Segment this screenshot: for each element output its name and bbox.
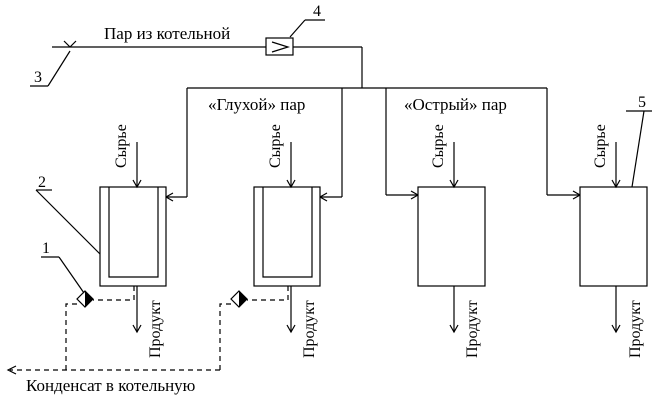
callout-leaders xyxy=(30,19,652,294)
branch-indirect-1 xyxy=(164,88,188,202)
product-label-1: Продукт xyxy=(147,300,164,358)
steam-source-label: Пар из котельной xyxy=(104,24,230,43)
callout-1: 1 xyxy=(42,240,50,257)
main-steam-line xyxy=(52,46,547,89)
condensate-label: Конденсат в котельную xyxy=(26,376,196,395)
indirect-steam-label: «Глухой» пар xyxy=(208,95,305,114)
steam-device xyxy=(265,37,294,56)
product-label-3: Продукт xyxy=(464,300,481,358)
apparatus-jacketed-2 xyxy=(253,186,321,287)
condensate-lines xyxy=(6,286,289,375)
callout-4: 4 xyxy=(313,3,321,20)
raw-material-label-2: Сырье xyxy=(267,124,284,168)
apparatus-direct-3 xyxy=(417,186,486,287)
branch-indirect-2 xyxy=(318,88,343,202)
steam-valve xyxy=(63,40,77,48)
product-label-2: Продукт xyxy=(301,300,318,358)
direct-steam-label: «Острый» пар xyxy=(404,95,507,114)
branch-direct-4 xyxy=(546,88,582,200)
product-label-4: Продукт xyxy=(627,300,644,358)
product-output-arrows xyxy=(132,286,621,334)
callout-3: 3 xyxy=(34,69,42,86)
apparatus-direct-4 xyxy=(579,186,648,287)
raw-material-label-3: Сырье xyxy=(430,124,447,168)
raw-material-label-1: Сырье xyxy=(113,124,130,168)
callout-2: 2 xyxy=(38,174,46,191)
raw-material-label-4: Сырье xyxy=(592,124,609,168)
condensate-trap-2 xyxy=(230,290,248,308)
apparatus-jacketed-1 xyxy=(99,186,167,287)
raw-input-arrows xyxy=(132,142,621,189)
condensate-trap-1 xyxy=(76,290,94,308)
callout-5: 5 xyxy=(638,94,646,111)
